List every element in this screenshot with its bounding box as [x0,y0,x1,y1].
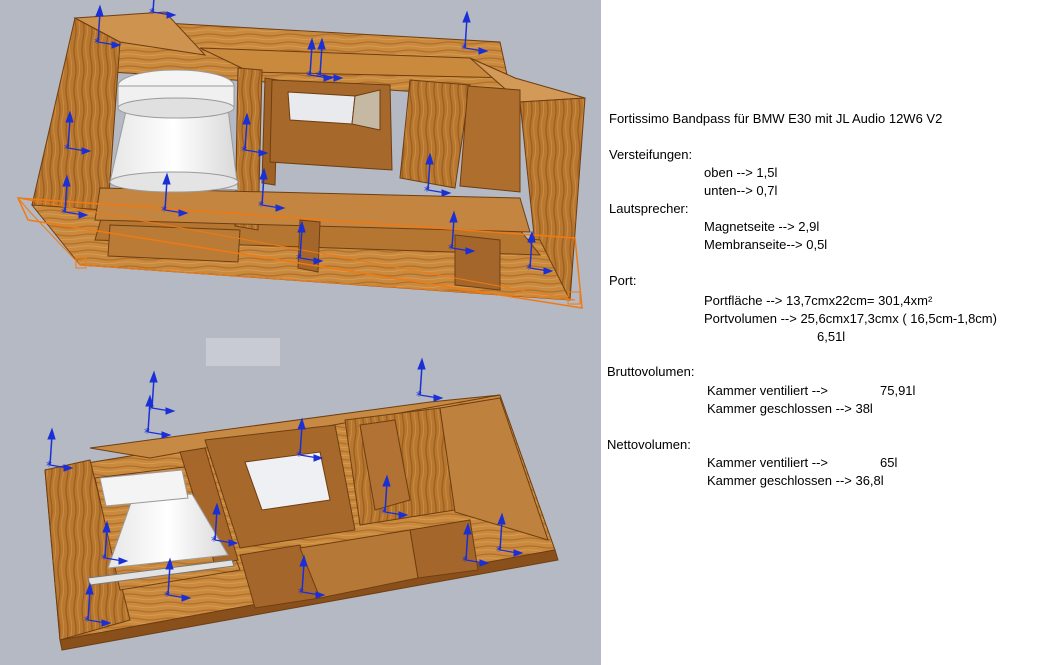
svg-text:*: * [61,206,67,220]
port-flaeche: Portfläche --> 13,7cmx22cm= 301,4xm² [704,293,933,308]
axis-marker-icon: * [64,110,92,156]
svg-text:*: * [316,69,322,83]
axis-marker-icon: * [149,0,177,20]
axis-marker-icon: * [161,172,189,218]
axis-marker-icon: * [164,557,192,603]
axis-marker-icon: * [144,394,172,440]
top-middle-shelf [94,187,531,233]
viewport-ghost-toolbar[interactable] [206,338,280,366]
axis-marker-icon: * [424,152,452,198]
axis-marker-icon: * [416,357,444,403]
axis-marker-icon: * [46,427,74,473]
port-heading: Port: [609,273,637,288]
svg-text:*: * [84,614,90,628]
bottom-back-board [89,394,501,459]
bottom-left-wall [44,459,131,641]
notes-title: Fortissimo Bandpass für BMW E30 mit JL A… [609,111,943,126]
top-speaker-cone-icon [109,69,239,193]
svg-text:*: * [462,554,468,568]
versteifungen-oben: oben --> 1,5l [704,165,778,180]
svg-text:*: * [148,402,154,416]
top-right-chamber [459,85,521,193]
top-port-opening [287,91,356,125]
svg-text:*: * [161,204,167,218]
axis-marker-icon: * [61,174,89,220]
top-selection-handle[interactable] [567,291,581,305]
svg-text:*: * [381,506,387,520]
brutto-ventiliert-label: Kammer ventiliert --> [707,383,828,398]
axis-marker-icon: * [296,220,324,266]
lautsprecher-heading: Lautsprecher: [609,201,689,216]
svg-text:*: * [164,589,170,603]
axis-marker-icon: * [526,230,554,276]
bottom-port-opening [244,451,331,511]
svg-text:*: * [526,262,532,276]
brutto-heading: Bruttovolumen: [607,364,695,379]
netto-ventiliert-label: Kammer ventiliert --> [707,455,828,470]
lautsprecher-membranseite: Membranseite--> 0,5l [704,237,828,252]
bottom-speaker-cone-icon [99,469,229,569]
axis-marker-icon: * [298,554,326,600]
axis-marker-icon: * [241,112,269,158]
port-volumen-result: 6,51l [817,329,846,344]
axis-marker-icon: * [296,417,324,463]
axis-marker-icon: * [462,522,490,568]
axis-marker-icon: * [461,10,489,56]
top-lid-left [73,11,207,56]
lautsprecher-magnetseite: Magnetseite --> 2,9l [704,219,820,234]
top-selection-handle-2[interactable] [75,257,87,269]
port-volumen: Portvolumen --> 25,6cmx17,3cmx ( 16,5cm-… [704,311,997,326]
netto-ventiliert-value: 65l [880,455,898,470]
svg-text:*: * [241,144,247,158]
svg-text:*: * [461,42,467,56]
svg-text:*: * [424,184,430,198]
cad-viewport[interactable]: * * * * * * * * * * * * * * * * * * * * * * * * * * * [0,0,601,665]
brutto-geschlossen: Kammer geschlossen --> 38l [707,401,873,416]
versteifungen-heading: Versteifungen: [609,147,693,162]
axis-marker-icon: * [496,512,524,558]
axis-marker-icon: * [94,4,122,50]
axis-marker-icon: * [101,520,129,566]
axis-marker-icon: * [381,474,409,520]
top-selection-edge [16,197,576,301]
cad-model-drawing: * * * * * * * * * * * * * * * * * * * * * * * * * * * [16,0,586,651]
top-divider-2 [399,79,471,189]
axis-marker-icon: * [211,502,239,548]
svg-text:*: * [94,36,100,50]
axis-markers: * * * * * * * * * * * * * * * * * * * * * * * * * * * [46,0,554,628]
bottom-enclosure-model[interactable] [44,394,559,651]
notes-panel: Fortissimo Bandpass für BMW E30 mit JL A… [601,0,1060,665]
brutto-ventiliert-value: 75,91l [880,383,916,398]
svg-text:*: * [144,426,150,440]
netto-geschlossen: Kammer geschlossen --> 36,8l [707,473,884,488]
svg-text:*: * [298,586,304,600]
svg-text:*: * [258,199,264,213]
top-port-inner-wall [351,89,381,131]
svg-text:*: * [211,534,217,548]
svg-text:*: * [64,142,70,156]
svg-text:*: * [296,449,302,463]
top-selection-outline [16,197,583,309]
bottom-chamber-brace [359,419,411,511]
axis-marker-icon: * [148,370,176,416]
svg-text:*: * [296,252,302,266]
axis-marker-icon: * [316,37,344,83]
bottom-right-end [439,397,549,541]
svg-text:*: * [448,242,454,256]
svg-text:*: * [416,389,422,403]
axis-marker-icon: * [448,210,476,256]
svg-text:*: * [101,552,107,566]
versteifungen-unten: unten--> 0,7l [704,183,778,198]
bottom-rail [87,559,235,586]
axis-marker-icon: * [84,582,112,628]
svg-text:*: * [149,6,155,20]
svg-text:*: * [496,544,502,558]
bottom-lower-compartment-3 [299,529,419,599]
axis-marker-icon: * [258,167,286,213]
svg-text:*: * [46,459,52,473]
svg-text:*: * [306,69,312,83]
netto-heading: Nettovolumen: [607,437,691,452]
